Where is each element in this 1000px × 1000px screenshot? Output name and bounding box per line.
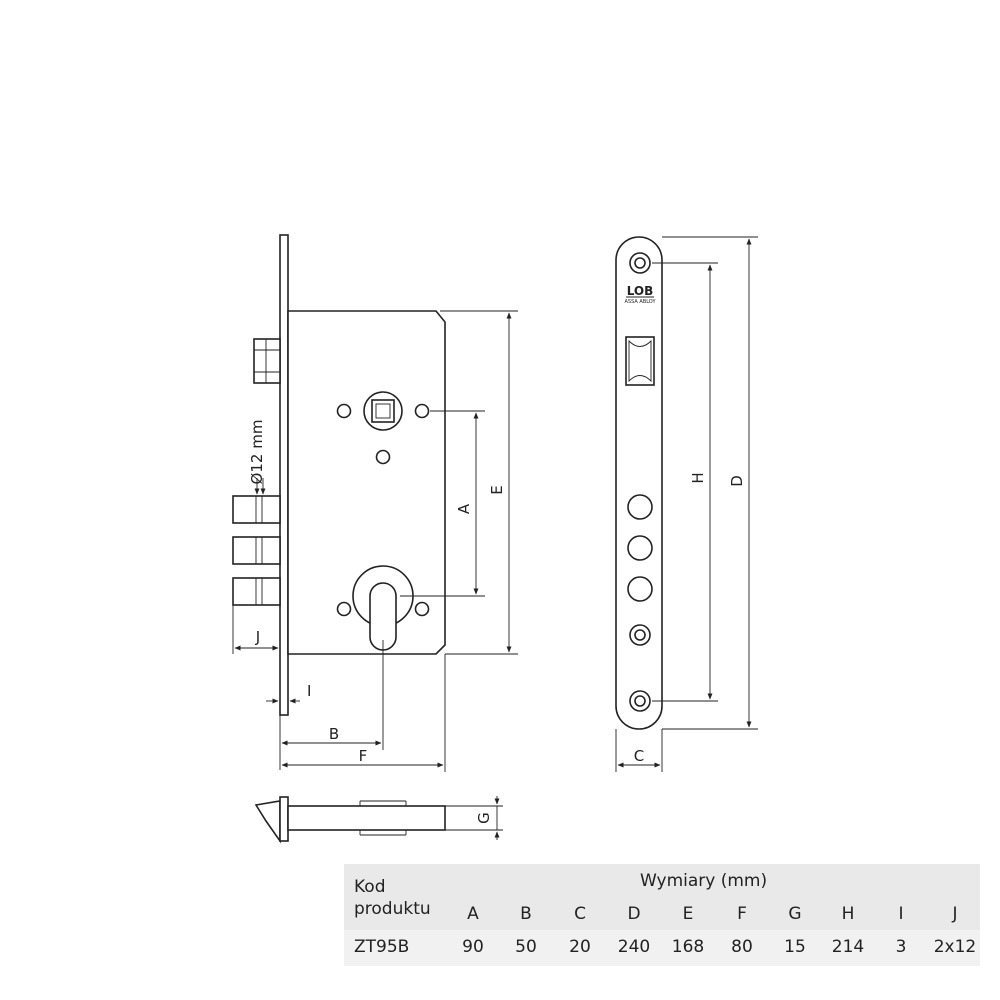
column-header-f: F — [737, 904, 747, 924]
dimension-c-label: C — [634, 747, 644, 765]
top-view: G — [254, 796, 503, 844]
faceplate-top — [279, 796, 289, 842]
dimension-g-label: G — [475, 812, 493, 824]
dimension-c: C — [615, 729, 663, 772]
front-view: A E Ø12 mm J I — [232, 234, 518, 772]
faceplate-front — [615, 236, 663, 730]
column-header-a: A — [467, 904, 479, 924]
dimension-i: I — [266, 682, 311, 770]
product-code-header: Kod produktu — [354, 876, 431, 920]
column-header-b: B — [520, 904, 532, 924]
table-cell-b: 50 — [515, 937, 537, 957]
bolt-hole-3 — [627, 576, 653, 602]
dimension-b-label: B — [329, 725, 339, 743]
table-cell-c: 20 — [569, 937, 591, 957]
column-header-c: C — [574, 904, 586, 924]
column-header-j: J — [952, 904, 958, 924]
dimension-f: F — [281, 654, 446, 772]
dimension-h-label: H — [689, 472, 707, 483]
dimension-d: D — [662, 236, 758, 730]
latch — [253, 338, 281, 384]
latch-top — [254, 800, 281, 844]
column-header-e: E — [682, 904, 694, 924]
column-header-d: D — [627, 904, 641, 924]
lock-technical-drawing: A E Ø12 mm J I — [232, 234, 758, 844]
bolt-diameter-label: Ø12 mm — [248, 420, 266, 485]
faceplate-side — [279, 234, 289, 716]
product-code-header-line2: produktu — [354, 899, 431, 919]
table-cell-e: 168 — [671, 937, 705, 957]
column-header-h: H — [841, 904, 855, 924]
bottom-screw-hole — [629, 690, 651, 712]
latch-opening — [625, 336, 655, 386]
top-screw-hole — [629, 252, 651, 274]
table-row-background — [344, 930, 980, 966]
dimensions-table: Kod produktu Wymiary (mm) A B C D E F G … — [344, 864, 980, 966]
dimension-g: G — [445, 796, 503, 840]
side-view: LOB ASSA ABLOY H D — [615, 236, 758, 772]
dimension-h: H — [652, 262, 718, 702]
table-cell-j: 2x12 — [933, 937, 977, 957]
deadbolt-1 — [232, 495, 281, 524]
follower-hub — [336, 391, 430, 465]
dimension-a: A — [400, 410, 485, 597]
cylinder-cutout — [336, 565, 430, 651]
dimension-j-label: J — [255, 628, 260, 646]
brand-logo-subtext: ASSA ABLOY — [624, 299, 656, 305]
table-cell-g: 15 — [784, 937, 806, 957]
table-cell-a: 90 — [462, 937, 484, 957]
dimension-d-label: D — [728, 475, 746, 487]
dimension-b: B — [281, 640, 384, 750]
dimension-a-label: A — [455, 503, 473, 514]
brand-logo: LOB — [627, 284, 654, 298]
middle-screw-hole — [629, 624, 651, 646]
dimension-j: J — [232, 605, 279, 654]
column-header-g: G — [788, 904, 802, 924]
product-code-header-line1: Kod — [354, 877, 386, 897]
bolt-hole-1 — [627, 494, 653, 520]
table-cell-i: 3 — [895, 937, 907, 957]
bolt-hole-2 — [627, 535, 653, 561]
table-row-product-code: ZT95B — [354, 937, 410, 957]
table-cell-d: 240 — [617, 937, 651, 957]
dimension-e-label: E — [488, 485, 506, 494]
lock-body — [287, 310, 446, 655]
lock-body-top — [287, 805, 446, 831]
dimension-e: E — [440, 310, 518, 655]
table-cell-h: 214 — [831, 937, 865, 957]
column-header-i: I — [898, 904, 904, 924]
dimension-bolt-diameter: Ø12 mm — [248, 420, 266, 495]
deadbolt-2 — [232, 536, 281, 565]
table-cell-f: 80 — [731, 937, 753, 957]
deadbolt-3 — [232, 577, 281, 606]
dimension-f-label: F — [359, 747, 368, 765]
dimension-i-label: I — [307, 682, 311, 700]
dimensions-header: Wymiary (mm) — [640, 871, 768, 891]
